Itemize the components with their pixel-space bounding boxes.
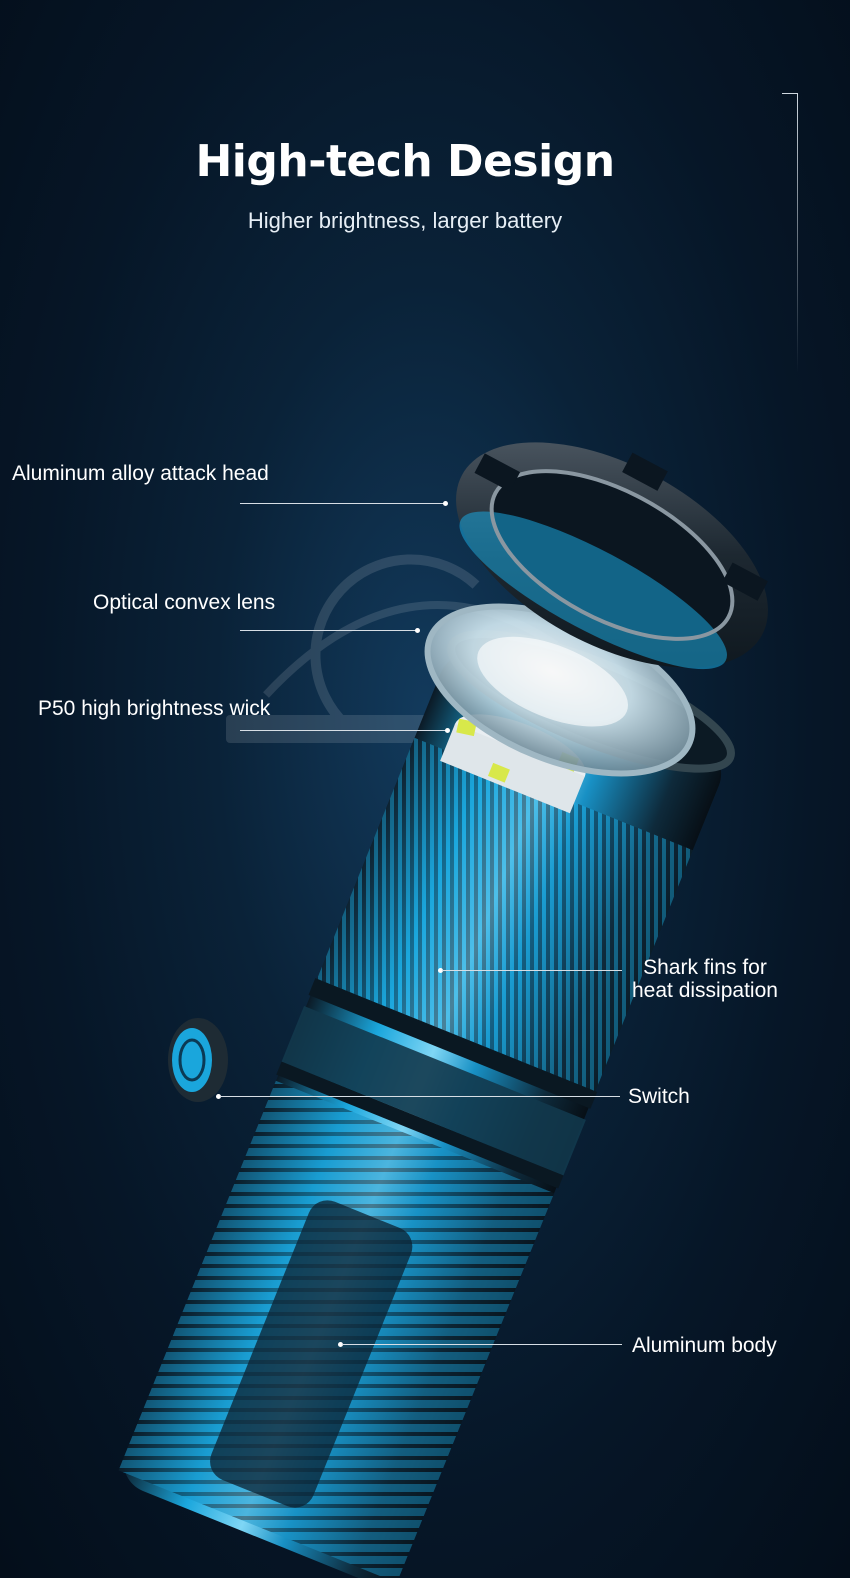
callout-shark-fins-line2: heat dissipation <box>632 979 778 1002</box>
callout-shark-fins-label: Shark fins for heat dissipation <box>632 956 778 1002</box>
callout-attack-head-line <box>240 503 446 504</box>
frame-line-right <box>797 93 798 373</box>
callout-switch-line <box>220 1096 620 1097</box>
callout-switch-label: Switch <box>628 1085 690 1108</box>
callout-wick-line <box>240 730 448 731</box>
callout-shark-fins-line1: Shark fins for <box>643 956 767 979</box>
callout-shark-fins-dot <box>438 968 443 973</box>
callout-attack-head-dot <box>443 501 448 506</box>
callout-convex-lens-label: Optical convex lens <box>93 591 276 614</box>
callout-body-line <box>342 1344 622 1345</box>
frame-line-top <box>782 93 798 94</box>
callout-wick-label: P50 high brightness wick <box>38 697 271 720</box>
callout-body-label: Aluminum body <box>632 1334 777 1357</box>
callout-switch-dot <box>216 1094 221 1099</box>
callout-wick-dot <box>445 728 450 733</box>
callout-attack-head-label: Aluminum alloy attack head <box>12 462 269 485</box>
callout-shark-fins-line <box>442 970 622 971</box>
callout-convex-lens-dot <box>415 628 420 633</box>
page-subtitle: Higher brightness, larger battery <box>247 208 563 233</box>
callout-convex-lens-line <box>240 630 418 631</box>
callout-body-dot <box>338 1342 343 1347</box>
page-title: High-tech Design <box>195 136 615 187</box>
